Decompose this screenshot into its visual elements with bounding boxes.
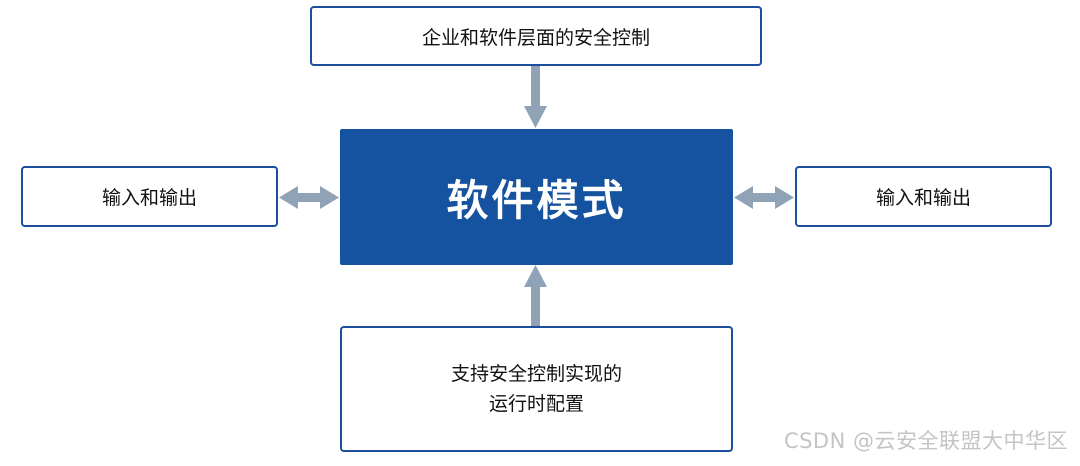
arrow-right-double <box>734 186 794 209</box>
arrow-left-double <box>279 186 339 209</box>
box-bottom: 支持安全控制实现的 运行时配置 <box>340 326 733 452</box>
box-top-label: 企业和软件层面的安全控制 <box>421 26 650 49</box>
box-right-label: 输入和输出 <box>875 187 971 209</box>
box-center: 软件模式 <box>340 129 733 265</box>
box-center-label: 软件模式 <box>446 175 627 225</box>
arrow-bottom-to-center <box>524 265 547 326</box>
box-left-label: 输入和输出 <box>101 187 197 209</box>
box-right: 输入和输出 <box>795 166 1052 227</box>
watermark: CSDN @云安全联盟大中华区 <box>783 429 1068 453</box>
box-bottom-line1: 支持安全控制实现的 <box>450 363 622 385</box>
box-top: 企业和软件层面的安全控制 <box>310 6 762 66</box>
box-bottom-line2: 运行时配置 <box>488 393 584 415</box>
arrow-top-to-center <box>524 66 547 128</box>
box-left: 输入和输出 <box>21 166 278 227</box>
